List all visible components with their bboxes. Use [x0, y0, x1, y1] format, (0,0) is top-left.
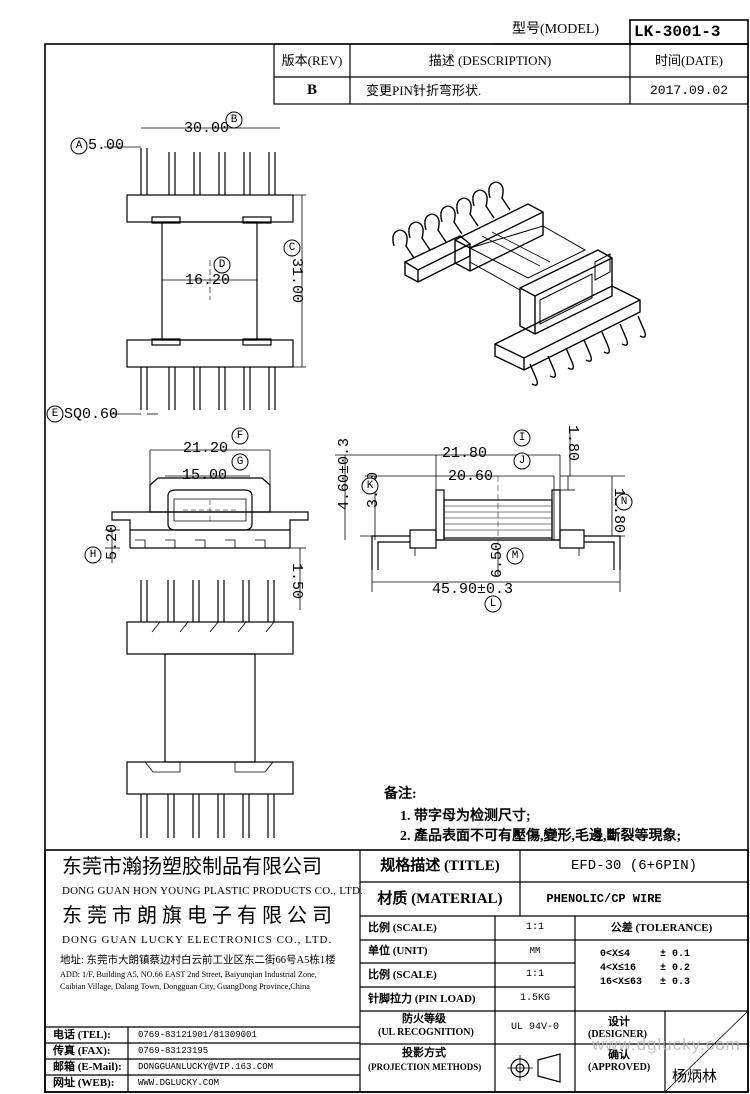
email-label: 邮箱 (E-Mail): [53, 1060, 122, 1073]
title-value: EFD-30 (6+6PIN) [570, 858, 698, 874]
approved-label-cn: 确认 [608, 1049, 630, 1061]
title-block-lines [44, 849, 749, 1093]
desc-col-header: 描述 (DESCRIPTION) [428, 53, 552, 68]
scale2-value: 1:1 [525, 969, 544, 980]
unit-label: 单位 (UNIT) [368, 945, 428, 957]
dim-a: 5.00 [88, 137, 125, 154]
approver-name: 杨炳林 [672, 1069, 718, 1085]
dim-l: 45.90±0.3 [432, 581, 514, 598]
dim-c: 31.00 [288, 258, 305, 304]
flame-label-en: (UL RECOGNITION) [378, 1027, 474, 1038]
notes-title: 备注: [384, 787, 417, 802]
material-label: 材质 (MATERIAL) [377, 890, 503, 907]
date-col-header: 时间(DATE) [655, 53, 723, 68]
rev-value: B [306, 82, 317, 98]
company-name-2-cn: 东 莞 市 朗 旗 电 子 有 限 公 司 [62, 905, 332, 927]
dim-d: 16.20 [185, 272, 231, 289]
email-value: DONGGUANLUCKY@VIP.163.COM [138, 1061, 274, 1072]
dim-b: 30.00 [184, 120, 230, 137]
dim-j: 1.50 [288, 563, 305, 600]
flame-label-cn: 防火等级 [402, 1013, 446, 1025]
side-view [335, 430, 625, 592]
isometric-view [392, 181, 647, 386]
scale2-label: 比例 (SCALE) [368, 968, 437, 981]
approved-label-en: (APPROVED) [588, 1062, 651, 1073]
flame-value: UL 94V-0 [510, 1021, 559, 1033]
tolerance-label: 公差 (TOLERANCE) [610, 921, 713, 934]
dim-i: 21.80 [442, 445, 488, 462]
tolerance-1: 0<X≤4 ± 0.1 [600, 949, 691, 960]
pin-load-value: 1.5KG [519, 993, 550, 1004]
tel-value: 0769-83121901/81309001 [138, 1029, 257, 1040]
dim-k: 4.60±0.3 [336, 437, 353, 510]
dim-k2: 3.80 [365, 471, 382, 508]
notes-line-1: 1. 带字母为检测尺寸; [400, 809, 531, 824]
bottom-view [126, 580, 294, 838]
address-cn: 地址: 东莞市大朗镇蔡边村白云前工业区东二街66号A5栋1楼 [60, 955, 336, 966]
projection-label-cn: 投影方式 [402, 1047, 446, 1059]
address-en-2: Caibian Village, Dalang Town, Dongguan C… [60, 982, 310, 991]
projection-label-en: (PROJECTION METHODS) [368, 1062, 482, 1072]
dim-e: SQ0.60 [64, 406, 119, 423]
front-view [104, 127, 306, 415]
pin-load-label: 针脚拉力 (PIN LOAD) [368, 992, 476, 1005]
model-label: 型号(MODEL) [512, 22, 600, 37]
dim-g: 15.00 [182, 467, 228, 484]
address-en-1: ADD: 1/F, Building A5, NO.66 EAST 2nd St… [60, 970, 317, 979]
company-name-2-en: DONG GUAN LUCKY ELECTRONICS CO., LTD. [62, 934, 333, 946]
unit-value: MM [529, 946, 541, 956]
dim-f: 21.20 [183, 440, 229, 457]
tolerance-2: 4<X≤16 ± 0.2 [600, 963, 691, 974]
dim-h: 5.20 [104, 523, 121, 560]
date-value: 2017.09.02 [649, 83, 728, 98]
scale-label: 比例 (SCALE) [368, 921, 437, 934]
company-name-1-cn: 东莞市瀚扬塑胶制品有限公司 [62, 856, 322, 878]
desc-value: 变更PIN针折弯形状. [366, 83, 482, 98]
watermark: www.dglucky.com [592, 1035, 741, 1054]
fax-label: 传真 (FAX): [53, 1044, 111, 1057]
dim-m: 6.50 [489, 541, 506, 578]
tel-label: 电话 (TEL): [53, 1028, 111, 1041]
rev-col-header: 版本(REV) [281, 53, 343, 68]
dim-n: 11.80 [610, 488, 627, 534]
web-label: 网址 (WEB): [53, 1077, 115, 1089]
designer-label-en: (DESIGNER) [588, 1029, 647, 1040]
dim-i2: 20.60 [448, 468, 494, 485]
web-value: WWW.DGLUCKY.COM [138, 1078, 220, 1088]
designer-label-cn: 设计 [608, 1016, 630, 1028]
material-value: PHENOLIC/CP WIRE [546, 892, 662, 906]
title-label: 规格描述 (TITLE) [380, 857, 500, 874]
scale-value: 1:1 [525, 922, 544, 933]
company-name-1-en: DONG GUAN HON YOUNG PLASTIC PRODUCTS CO.… [62, 885, 364, 897]
notes-line-2: 2. 產品表面不可有壓傷,變形,毛邊,斷裂等現象; [400, 829, 682, 844]
fax-value: 0769-83123195 [138, 1045, 209, 1056]
tolerance-3: 16<X≤63 ± 0.3 [600, 977, 691, 988]
dim-n1: 1.80 [564, 425, 581, 462]
model-number: LK-3001-3 [634, 23, 721, 41]
end-view [105, 449, 309, 610]
